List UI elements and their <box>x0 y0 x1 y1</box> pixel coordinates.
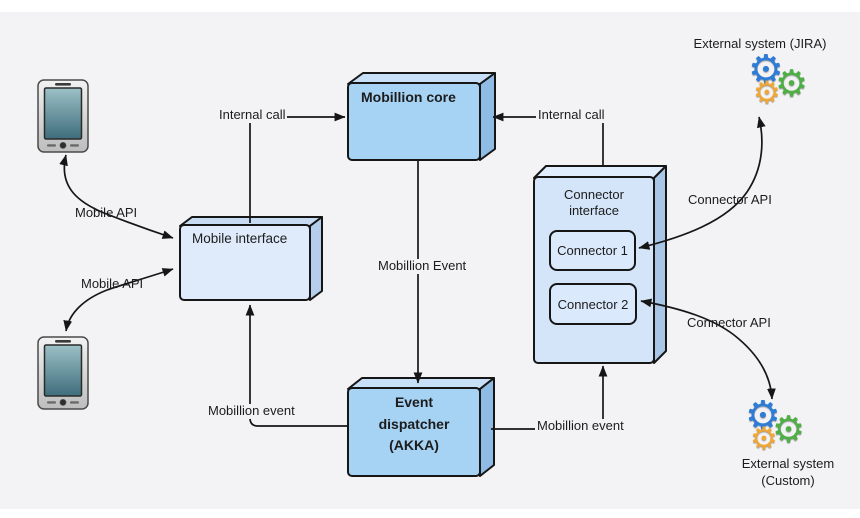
mobillion-event-right-label: Mobillion event <box>535 418 626 434</box>
mobile-interface-node <box>179 216 323 301</box>
connector-1-label: Connector 1 <box>557 243 628 258</box>
connector-interface-label: Connector interface <box>564 187 624 219</box>
connector-api-top-label: Connector API <box>688 192 772 207</box>
arrow-connector-api-bottom <box>640 298 776 400</box>
connector-api-bottom-label: Connector API <box>687 315 771 330</box>
event-dispatcher-label: Event dispatcher (AKKA) <box>378 394 450 454</box>
gear-icon: ⚙ <box>750 421 778 457</box>
mobillion-core-label: Mobillion core <box>361 89 456 105</box>
connector-interface-node <box>533 165 667 364</box>
arrow-connector-api-top <box>638 116 766 250</box>
smartphone-icon-top <box>37 79 89 153</box>
gear-icon: ⚙ <box>772 408 806 451</box>
connector-2-box <box>549 283 637 325</box>
gears-icon-custom: ⚙ ⚙ ⚙ <box>745 393 809 458</box>
mobillion-core-node <box>347 72 496 161</box>
external-system-jira-label: External system (JIRA) <box>693 36 827 51</box>
arrow-mobile-api-top <box>59 154 174 239</box>
internal-call-left-label: Internal call <box>217 107 288 123</box>
gears-icon-jira: ⚙ ⚙ ⚙ <box>748 47 812 112</box>
mobillion-event-main-label: Mobillion Event <box>376 258 469 274</box>
arrow-internal-call-right <box>492 112 604 167</box>
mobillion-event-left-label: Mobillion event <box>206 403 297 419</box>
arrow-mobile-api-bottom <box>63 268 174 332</box>
gear-icon: ⚙ <box>753 75 781 111</box>
smartphone-icon-bottom <box>37 336 89 410</box>
external-system-custom-label: External system (Custom) <box>741 456 835 488</box>
connector-1-box <box>549 230 636 271</box>
gear-icon: ⚙ <box>748 47 784 93</box>
mobile-api-top-label: Mobile API <box>75 205 138 220</box>
mobile-interface-label: Mobile interface <box>192 231 288 246</box>
gear-icon: ⚙ <box>775 62 809 105</box>
connector-2-label: Connector 2 <box>557 296 629 312</box>
arrow-internal-call-left <box>249 112 346 223</box>
internal-call-right-label: Internal call <box>536 107 607 123</box>
gear-icon: ⚙ <box>745 393 781 439</box>
event-dispatcher-node <box>347 377 495 477</box>
mobile-api-bottom-label: Mobile API <box>81 276 144 291</box>
